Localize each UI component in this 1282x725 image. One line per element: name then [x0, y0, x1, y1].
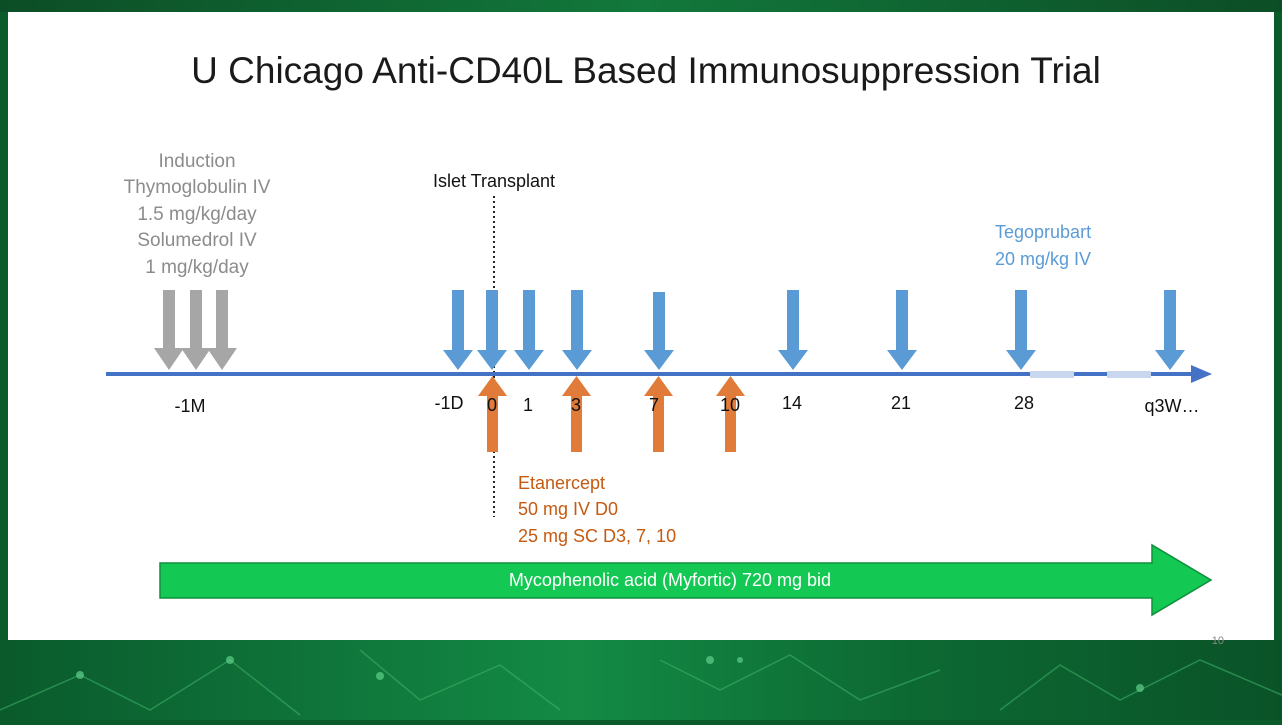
tegoprubart-label: Tegoprubart 20 mg/kg IV: [995, 222, 1091, 269]
slide-title: U Chicago Anti-CD40L Based Immunosuppres…: [191, 50, 1101, 91]
blue-down-arrow: [644, 292, 674, 370]
induction-line: Solumedrol IV: [137, 230, 257, 251]
orange-up-arrow: [644, 376, 673, 452]
induction-line: 1 mg/kg/day: [145, 257, 249, 278]
top-border: [0, 0, 1282, 12]
blue-down-arrow: [477, 290, 507, 370]
blue-down-arrow: [562, 290, 592, 370]
induction-line: 1.5 mg/kg/day: [137, 204, 257, 225]
timeline-label: 0: [487, 395, 497, 415]
blue-down-arrow: [1155, 290, 1185, 370]
timeline-label: -1D: [434, 393, 463, 413]
slide: U Chicago Anti-CD40L Based Immunosuppres…: [8, 12, 1274, 647]
timeline-label: 14: [782, 393, 802, 413]
timeline-label: 28: [1014, 393, 1034, 413]
gray-down-arrow: [181, 290, 211, 370]
page-number: 10: [1212, 635, 1224, 647]
mycophenolic-arrow: [159, 543, 1213, 617]
etanercept-label: Etanercept 50 mg IV D0 25 mg SC D3, 7, 1…: [518, 473, 676, 546]
induction-arrows: [154, 290, 237, 370]
timeline-label: -1M: [175, 396, 206, 416]
timeline-labels: -1M -1D 0 1 3 7 10 14 21 28 q3W…: [175, 393, 1200, 416]
mycophenolic-label: Mycophenolic acid (Myfortic) 720 mg bid: [509, 570, 831, 590]
timeline-label: 1: [523, 395, 533, 415]
induction-label: Induction Thymoglobulin IV 1.5 mg/kg/day…: [124, 151, 271, 278]
timeline-label: 21: [891, 393, 911, 413]
etanercept-arrows: [478, 376, 745, 452]
tegoprubart-arrows: [443, 290, 1185, 370]
gray-down-arrow: [154, 290, 184, 370]
blue-down-arrow: [778, 290, 808, 370]
etanercept-line: Etanercept: [518, 473, 605, 493]
tegoprubart-line: Tegoprubart: [995, 222, 1091, 242]
gray-down-arrow: [207, 290, 237, 370]
footer-pattern: [0, 649, 1282, 716]
etanercept-line: 25 mg SC D3, 7, 10: [518, 526, 676, 546]
orange-up-arrow: [478, 376, 507, 452]
footer-background: [0, 640, 1282, 720]
tegoprubart-line: 20 mg/kg IV: [995, 249, 1091, 269]
axis-arrowhead: [1191, 365, 1212, 383]
timeline-label: 10: [720, 395, 740, 415]
axis-gap-marker: [1030, 371, 1074, 378]
etanercept-line: 50 mg IV D0: [518, 499, 618, 519]
axis-gap-marker: [1107, 371, 1151, 378]
timeline-label: q3W…: [1144, 396, 1199, 416]
blue-down-arrow: [1006, 290, 1036, 370]
orange-up-arrow: [716, 376, 745, 452]
induction-line: Thymoglobulin IV: [124, 177, 271, 198]
induction-line: Induction: [158, 151, 235, 172]
timeline-diagram: U Chicago Anti-CD40L Based Immunosuppres…: [106, 50, 1224, 647]
timeline-label: 3: [571, 395, 581, 415]
blue-down-arrow: [443, 290, 473, 370]
orange-up-arrow: [562, 376, 591, 452]
timeline-label: 7: [649, 395, 659, 415]
islet-transplant-label: Islet Transplant: [433, 171, 555, 191]
blue-down-arrow: [887, 290, 917, 370]
blue-down-arrow: [514, 290, 544, 370]
